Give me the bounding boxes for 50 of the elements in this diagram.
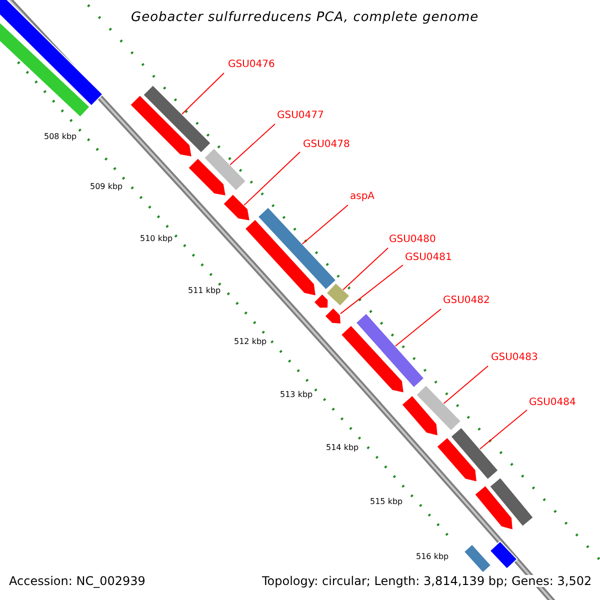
accession-text: Accession: NC_002939 bbox=[9, 575, 146, 587]
gene-label: GSU0483 bbox=[491, 353, 538, 363]
gene-block bbox=[436, 436, 478, 483]
gene-block bbox=[129, 94, 193, 158]
gene-block bbox=[313, 293, 329, 309]
gene-bar bbox=[257, 206, 337, 290]
gene-label: GSU0481 bbox=[405, 253, 452, 263]
leader-line bbox=[443, 366, 488, 404]
gene-bar bbox=[203, 147, 247, 192]
gene-label: GSU0477 bbox=[277, 111, 324, 121]
leader-line bbox=[244, 152, 300, 206]
gene-bar bbox=[415, 384, 462, 432]
gene-label: GSU0482 bbox=[443, 296, 490, 306]
leader-line bbox=[182, 72, 224, 115]
gene-label: GSU0478 bbox=[303, 140, 350, 150]
tick-label: 509 kbp bbox=[90, 183, 123, 191]
tick-label: 514 kbp bbox=[326, 444, 359, 452]
gene-bar bbox=[450, 426, 499, 480]
tick-label: 515 kbp bbox=[370, 498, 403, 506]
gene-block bbox=[324, 307, 342, 325]
gene-bar bbox=[488, 476, 534, 528]
tick-label: 508 kbp bbox=[44, 133, 77, 141]
gene-bar bbox=[0, 0, 104, 106]
gene-label: GSU0480 bbox=[389, 235, 436, 245]
gene-block bbox=[474, 484, 514, 531]
gene-label: aspA bbox=[350, 192, 375, 202]
gene-block bbox=[340, 324, 405, 394]
gene-bar bbox=[463, 544, 492, 574]
diagram-title: Geobacter sulfurreducens PCA, complete genome bbox=[131, 11, 479, 24]
leader-line bbox=[340, 264, 404, 314]
leader-line bbox=[479, 410, 528, 450]
gene-bar bbox=[489, 540, 518, 570]
gene-block bbox=[187, 157, 227, 197]
leader-line bbox=[342, 248, 388, 290]
tick-label: 512 kbp bbox=[234, 338, 267, 346]
tick-label: 510 kbp bbox=[140, 235, 173, 243]
leader-line bbox=[230, 124, 276, 166]
gene-bar bbox=[142, 84, 212, 154]
gene-label: GSU0476 bbox=[228, 60, 275, 70]
tick-label: 513 kbp bbox=[280, 391, 313, 399]
gene-bar bbox=[326, 282, 350, 307]
tick-label: 511 kbp bbox=[188, 287, 221, 295]
tick-label: 516 kbp bbox=[416, 553, 449, 561]
leader-line bbox=[302, 204, 348, 244]
leader-line bbox=[394, 308, 442, 347]
gene-bar bbox=[355, 312, 425, 388]
gene-block bbox=[244, 218, 317, 297]
gene-block bbox=[401, 394, 439, 437]
gene-label: GSU0484 bbox=[529, 398, 576, 408]
genome-info-text: Topology: circular; Length: 3,814,139 bp; Genes: 3,502 bbox=[262, 575, 592, 587]
